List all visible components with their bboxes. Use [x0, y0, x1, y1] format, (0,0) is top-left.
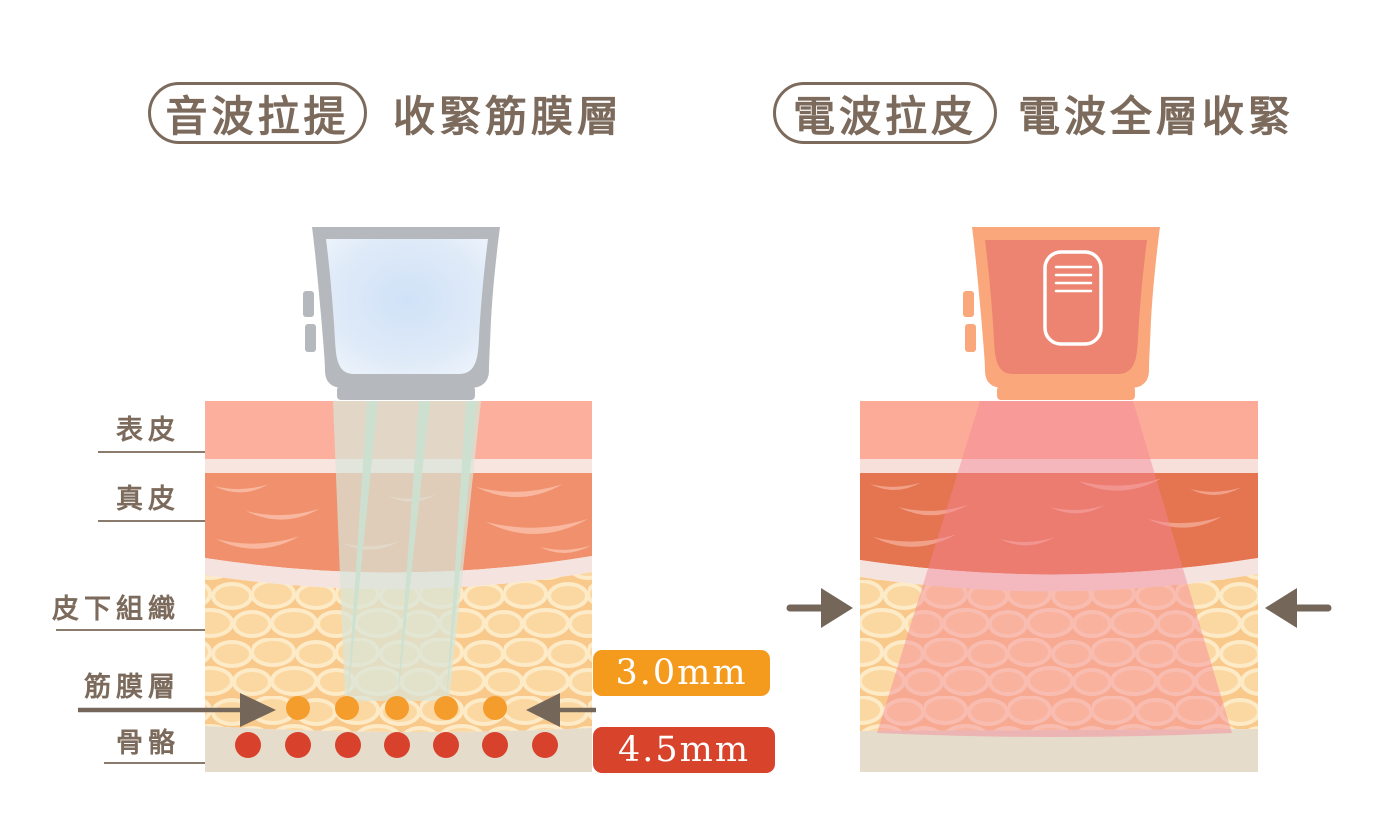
rf-heading: 電波全層收緊	[1018, 91, 1295, 141]
fascia-arrow-left	[78, 693, 276, 727]
epidermis-band	[860, 459, 1258, 473]
bone-dots	[235, 732, 558, 758]
device-foot	[337, 386, 475, 400]
hifu-method-badge-label: 音波拉提	[165, 91, 350, 141]
device-side-button	[303, 291, 314, 317]
dermis-label: 真皮	[116, 484, 180, 515]
bone-depth-badge: 4.5mm	[593, 727, 775, 773]
compression-arrows	[786, 588, 1332, 628]
device-label-card	[1043, 250, 1103, 346]
rf-beam	[877, 401, 1232, 737]
rf-method-badge-label: 電波拉皮	[792, 91, 977, 141]
subcutaneous-layer	[860, 574, 1258, 731]
fascia-arrow-right	[526, 693, 596, 727]
compression-arrow-left	[786, 588, 853, 628]
rf-skin-block	[860, 401, 1258, 772]
fascia-depth-badge: 3.0mm	[593, 650, 770, 696]
device-side-button	[963, 291, 974, 317]
bone-label: 骨骼	[116, 728, 180, 759]
device-face	[985, 240, 1147, 374]
label-underlines	[56, 451, 205, 764]
device-side-button	[965, 324, 976, 352]
fascia-dots	[286, 696, 507, 720]
device-foot	[997, 386, 1135, 400]
fascia-depth-arrows	[78, 693, 596, 727]
epidermis-layer	[860, 401, 1258, 459]
hifu-skin-block	[205, 401, 592, 772]
rf-method-badge: 電波拉皮	[773, 82, 997, 144]
hifu-method-badge: 音波拉提	[148, 82, 367, 144]
epidermis-label: 表皮	[116, 415, 180, 446]
fascia-depth-value: 3.0mm	[615, 653, 748, 693]
bone-layer	[860, 729, 1258, 772]
device-side-button	[305, 324, 316, 352]
fascia-label: 筋膜層	[84, 672, 180, 703]
device-screen	[326, 239, 488, 374]
compression-arrow-right	[1265, 588, 1332, 628]
hifu-beams	[333, 401, 481, 706]
bone-depth-value: 4.5mm	[617, 730, 751, 770]
subcutaneous-label: 皮下組織	[52, 594, 180, 625]
hifu-heading: 收緊筋膜層	[393, 91, 624, 141]
hifu-device	[303, 227, 500, 400]
rf-device	[963, 227, 1160, 400]
dermis-layer	[860, 473, 1258, 575]
dermis-band	[860, 558, 1258, 592]
